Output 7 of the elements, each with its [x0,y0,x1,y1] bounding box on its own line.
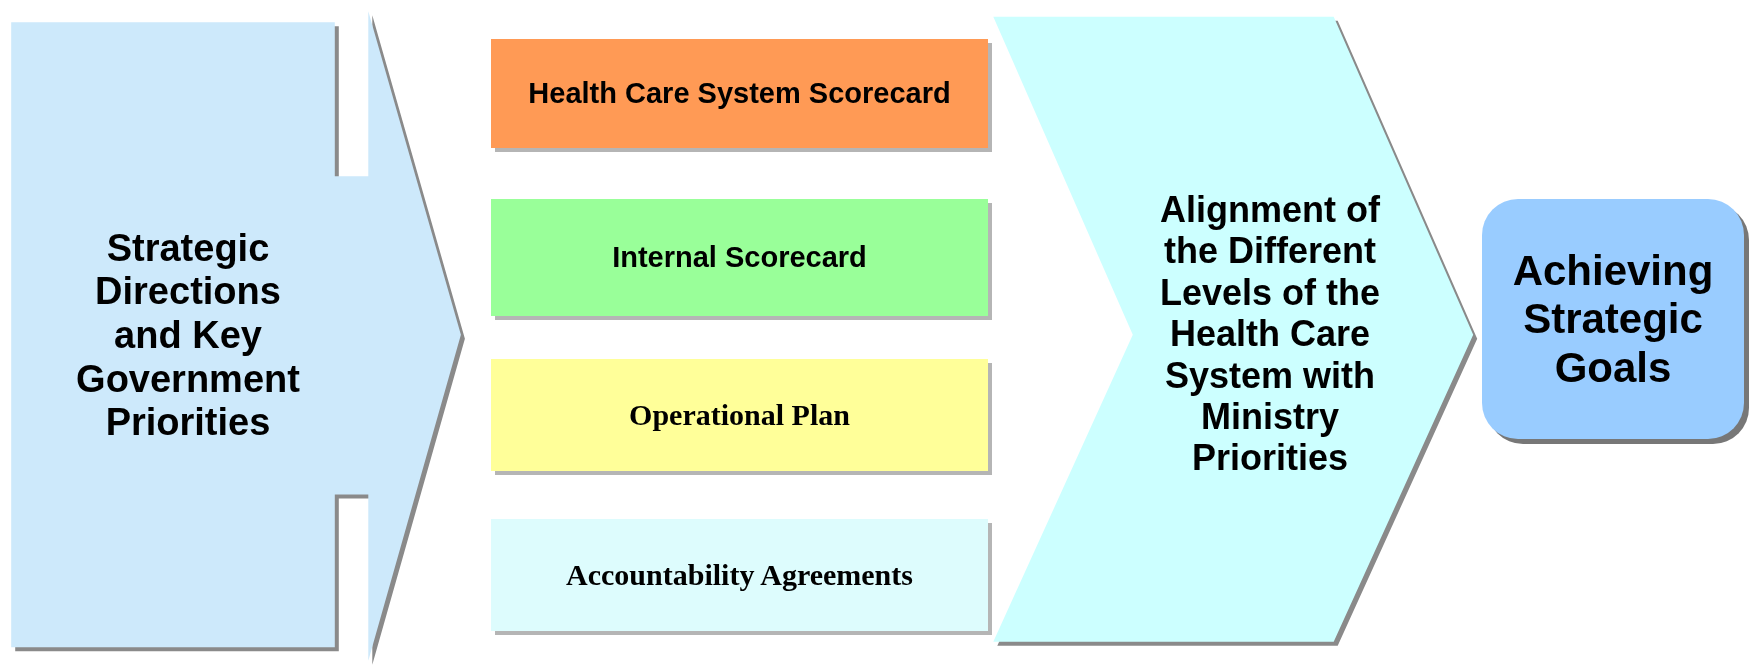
node-label: Internal Scorecard [611,240,868,275]
node-label: Achieving Strategic Goals [1511,246,1715,392]
node-label: Operational Plan [628,397,851,433]
node-label: Strategic Directions and Key Government Priorities [75,226,301,445]
node-label: Alignment of the Different Levels of the Health Care System with Ministry Priorities [1158,189,1382,479]
node-label: Health Care System Scorecard [527,76,952,111]
node-label: Accountability Agreements [565,557,914,593]
